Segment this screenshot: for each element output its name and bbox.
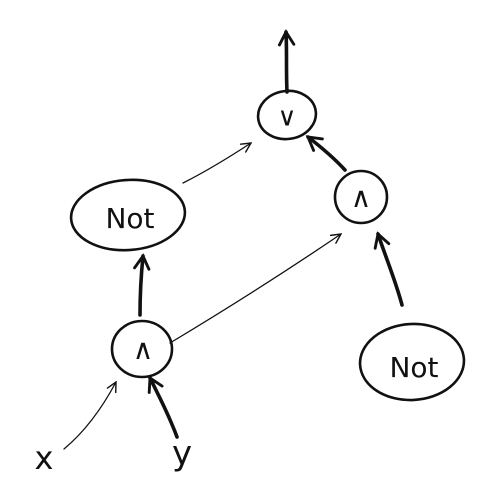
and-right-label: ∧ [351,181,372,214]
edge-y-to-and-bottom [147,375,179,439]
input-x-label: x [35,439,54,477]
node-and-bottom: ∧ [110,319,174,379]
output-edge [277,29,296,94]
edge-and-bottom-to-not-left [133,253,151,317]
node-or-gate: ∨ [256,89,318,141]
not-right-label: Not [389,351,438,384]
not-left-label: Not [105,202,154,235]
input-y: y [172,434,192,474]
edge-not-left-to-or [182,143,251,184]
edge-and-bottom-to-and-right [169,234,341,344]
input-y-label: y [172,434,192,474]
edge-not-right-to-and-right [373,231,404,307]
node-and-right: ∧ [333,169,389,225]
or-gate-label: ∨ [277,103,296,133]
node-not-right: Not [358,322,466,402]
node-not-left: Not [69,178,187,252]
and-bottom-label: ∧ [133,333,154,366]
edge-and-right-to-or [305,135,347,172]
input-x: x [35,439,54,477]
edge-x-to-and-bottom [63,382,116,450]
